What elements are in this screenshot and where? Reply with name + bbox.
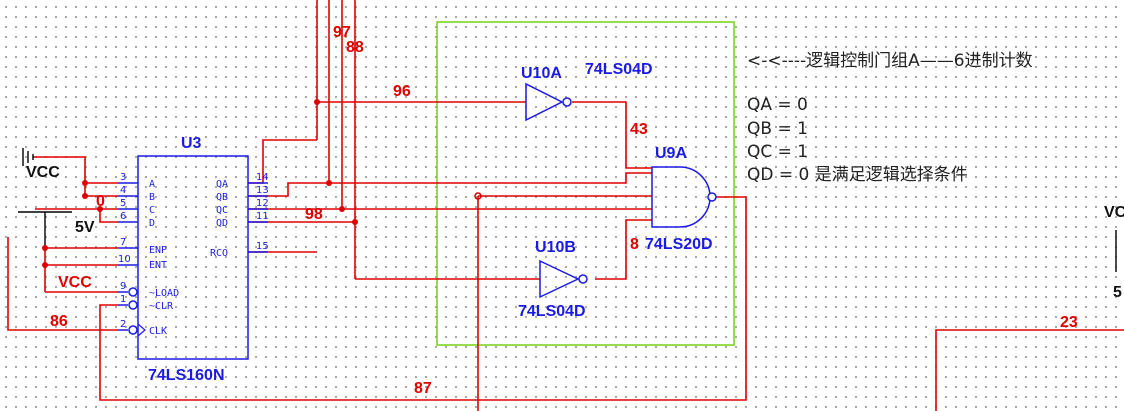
counter-u3[interactable]: A B C D ENP ENT ~LOAD ~CLR CLK QA QB QC … — [118, 135, 269, 384]
net-label: 87 — [414, 380, 432, 397]
u3-pin-stubs — [118, 182, 268, 331]
net-label: 86 — [50, 313, 68, 330]
u3-refdes: U3 — [181, 135, 202, 152]
note-line-qd: QD = 0 是满足逻辑选择条件 — [747, 165, 968, 185]
pin-number: 2 — [120, 319, 126, 330]
wires — [7, 0, 1124, 411]
u10a-refdes: U10A — [521, 65, 562, 82]
pin-number: 3 — [120, 172, 126, 183]
power-source — [18, 148, 1117, 272]
pin-number: 4 — [120, 185, 126, 196]
u10b-part: 74LS04D — [518, 303, 586, 320]
power-labels: VCC 5V VC 5 — [26, 164, 1124, 301]
u10b-bubble-icon — [578, 274, 588, 284]
pin-label-load: ~LOAD — [149, 288, 179, 299]
clk-edge-icon — [137, 323, 146, 337]
ground-icon — [22, 148, 34, 166]
pin-number: 1 — [120, 294, 126, 305]
net-label: 97 — [333, 24, 351, 41]
pin-label-clk: CLK — [149, 326, 167, 337]
pin-number: 10 — [118, 254, 131, 265]
voltage-label: 5V — [75, 219, 95, 236]
voltage-label-cropped: 5 — [1113, 284, 1122, 301]
junctions — [42, 99, 482, 268]
vcc-label: VCC — [26, 164, 60, 181]
pin-label-qa: QA — [216, 179, 228, 190]
inverter-u10a[interactable]: U10A 74LS04D — [521, 61, 653, 122]
u10a-part: 74LS04D — [585, 61, 653, 78]
u9a-bubble-icon — [707, 192, 717, 202]
pin-label-b: B — [149, 192, 155, 203]
pin-number: 12 — [256, 198, 269, 209]
pin-label-rco: RCO — [210, 248, 228, 259]
net-label: 0 — [96, 193, 105, 210]
pin-label-clr: ~CLR — [149, 301, 174, 312]
note-line-qb: QB = 1 — [747, 119, 808, 139]
pin-label-ent: ENT — [149, 260, 167, 271]
pin-label-enp: ENP — [149, 245, 167, 256]
vcc-label: VCC — [58, 274, 92, 291]
net-label: 98 — [305, 206, 323, 223]
pin-label-qc: QC — [216, 205, 228, 216]
vcc-label-cropped: VC — [1104, 204, 1124, 221]
pin-number: 9 — [120, 281, 126, 292]
pin-number: 15 — [256, 241, 269, 252]
pin-number: 11 — [256, 211, 269, 222]
u10a-bubble-icon — [562, 97, 572, 107]
note-line-qa: QA = 0 — [747, 95, 808, 115]
net-label: 43 — [630, 121, 648, 138]
nand-gate-u9a[interactable]: U9A 74LS20D — [645, 145, 717, 253]
pin-label-qd: QD — [216, 218, 228, 229]
pin-label-d: D — [149, 218, 155, 229]
u10b-refdes: U10B — [535, 239, 576, 256]
pin-number: 5 — [120, 198, 126, 209]
pin-number: 7 — [120, 237, 126, 248]
pin-number: 6 — [120, 211, 126, 222]
pin-label-c: C — [149, 205, 155, 216]
pin-label-qb: QB — [216, 192, 228, 203]
annotation-notes: <-<----逻辑控制门组A——6进制计数 QA = 0 QB = 1 QC =… — [747, 51, 1033, 185]
note-line-qc: QC = 1 — [747, 142, 808, 162]
net-label: 8 — [630, 236, 639, 253]
net-label: 23 — [1060, 314, 1078, 331]
clr-bubble-icon — [128, 300, 138, 310]
u3-part: 74LS160N — [148, 367, 225, 384]
load-bubble-icon — [128, 287, 138, 297]
clk-bubble-icon — [128, 325, 138, 335]
pin-number: 13 — [256, 185, 269, 196]
u9a-refdes: U9A — [655, 145, 687, 162]
net-label: 88 — [346, 39, 364, 56]
note-title: <-<----逻辑控制门组A——6进制计数 — [747, 51, 1033, 71]
pin-number: 14 — [256, 172, 269, 183]
net-labels: 97 88 96 43 98 8 0 86 87 23 VCC — [50, 24, 1078, 397]
inverter-u10b[interactable]: U10B 74LS04D — [518, 239, 588, 320]
pin-label-a: A — [149, 179, 155, 190]
u9a-part: 74LS20D — [645, 236, 713, 253]
net-label: 96 — [393, 83, 411, 100]
